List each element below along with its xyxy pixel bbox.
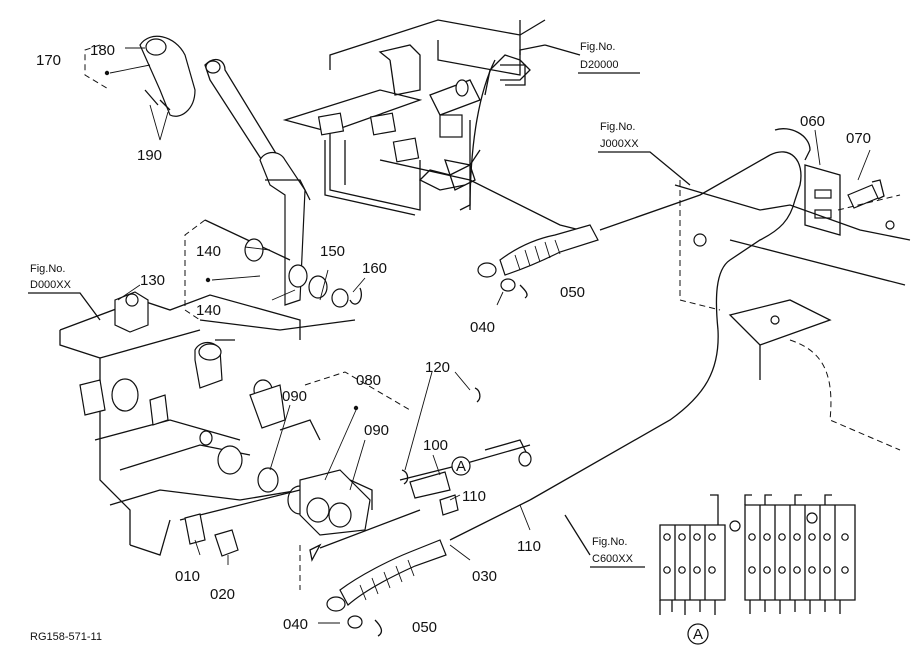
label-050-lower: 050 — [412, 619, 437, 636]
callout-a-label: A — [456, 458, 466, 475]
label-190: 190 — [137, 147, 162, 164]
right-bracket-060-070 — [804, 129, 901, 236]
label-120: 120 — [425, 359, 450, 376]
figref-d000xx-code: D000XX — [30, 279, 72, 291]
valve-port-hole — [808, 533, 816, 541]
valve-port-hole — [808, 566, 816, 574]
label-050-upper: 050 — [560, 284, 585, 301]
label-170: 170 — [36, 52, 61, 69]
right-chassis — [674, 180, 911, 451]
label-030: 030 — [472, 568, 497, 585]
valve-port-hole — [763, 533, 771, 541]
figref-j000xx-code: J000XX — [600, 138, 639, 150]
valve-port-hole — [841, 533, 849, 541]
part-group-080 — [269, 371, 411, 590]
drawing-code: RG158-571-11 — [30, 631, 102, 643]
figref-j000xx-title: Fig.No. — [600, 121, 635, 133]
valve-port-hole — [678, 533, 686, 541]
valve-port-hole — [693, 533, 701, 541]
part-labels: 170 180 190 140 140 150 160 130 060 070 … — [36, 42, 871, 636]
valve-port-hole — [748, 566, 756, 574]
figref-d000xx[interactable]: Fig.No. D000XX — [28, 263, 101, 321]
label-040-lower: 040 — [283, 616, 308, 633]
label-150: 150 — [320, 243, 345, 260]
valve-port-hole — [841, 566, 849, 574]
figref-d20000-code: D20000 — [580, 59, 619, 71]
lower-cable — [309, 499, 531, 637]
valve-port-hole — [778, 566, 786, 574]
valve-port-hole — [678, 566, 686, 574]
figref-c600xx-code: C600XX — [592, 553, 634, 565]
valve-port-hole — [708, 533, 716, 541]
label-020: 020 — [210, 586, 235, 603]
knob-group-170 — [84, 35, 281, 166]
label-160: 160 — [362, 260, 387, 277]
detail-a-valve-block — [659, 494, 856, 615]
valve-port-hole — [748, 533, 756, 541]
bolt-010-020 — [179, 489, 301, 565]
figref-c600xx-title: Fig.No. — [592, 536, 627, 548]
valve-port-hole — [693, 566, 701, 574]
valve-port-hole — [823, 566, 831, 574]
cable-end-100-110-120 — [399, 371, 532, 531]
valve-port-hole — [763, 566, 771, 574]
figref-d20000-title: Fig.No. — [580, 41, 615, 53]
label-070: 070 — [846, 130, 871, 147]
label-090-right: 090 — [364, 422, 389, 439]
label-090-left: 090 — [282, 388, 307, 405]
label-110-far: 110 — [517, 538, 541, 555]
valve-port-hole — [823, 533, 831, 541]
label-140-lower: 140 — [196, 302, 221, 319]
label-110-near: 110 — [462, 488, 486, 505]
valve-port-hole — [663, 533, 671, 541]
lever-assembly — [184, 151, 366, 331]
label-130: 130 — [140, 272, 165, 289]
label-080: 080 — [356, 372, 381, 389]
lower-left-frame — [59, 284, 321, 556]
label-040-upper: 040 — [470, 319, 495, 336]
figref-j000xx[interactable]: Fig.No. J000XX — [598, 121, 691, 186]
valve-port-hole — [793, 533, 801, 541]
figref-d20000[interactable]: Fig.No. D20000 — [544, 41, 640, 74]
figref-d000xx-title: Fig.No. — [30, 263, 65, 275]
figref-c600xx[interactable]: Fig.No. C600XX — [564, 514, 645, 568]
upper-frame-bracket — [282, 19, 546, 216]
label-180: 180 — [90, 42, 115, 59]
detail-a-label[interactable]: A — [687, 623, 709, 645]
detail-a-holes — [663, 533, 849, 574]
upper-cable — [379, 128, 811, 501]
valve-port-hole — [793, 566, 801, 574]
label-060: 060 — [800, 113, 825, 130]
label-140-upper: 140 — [196, 243, 221, 260]
valve-port-hole — [663, 566, 671, 574]
label-100: 100 — [423, 437, 448, 454]
valve-port-hole — [708, 566, 716, 574]
valve-port-hole — [778, 533, 786, 541]
callout-a[interactable]: A — [451, 456, 471, 476]
detail-a-letter: A — [693, 626, 703, 643]
label-010: 010 — [175, 568, 200, 585]
